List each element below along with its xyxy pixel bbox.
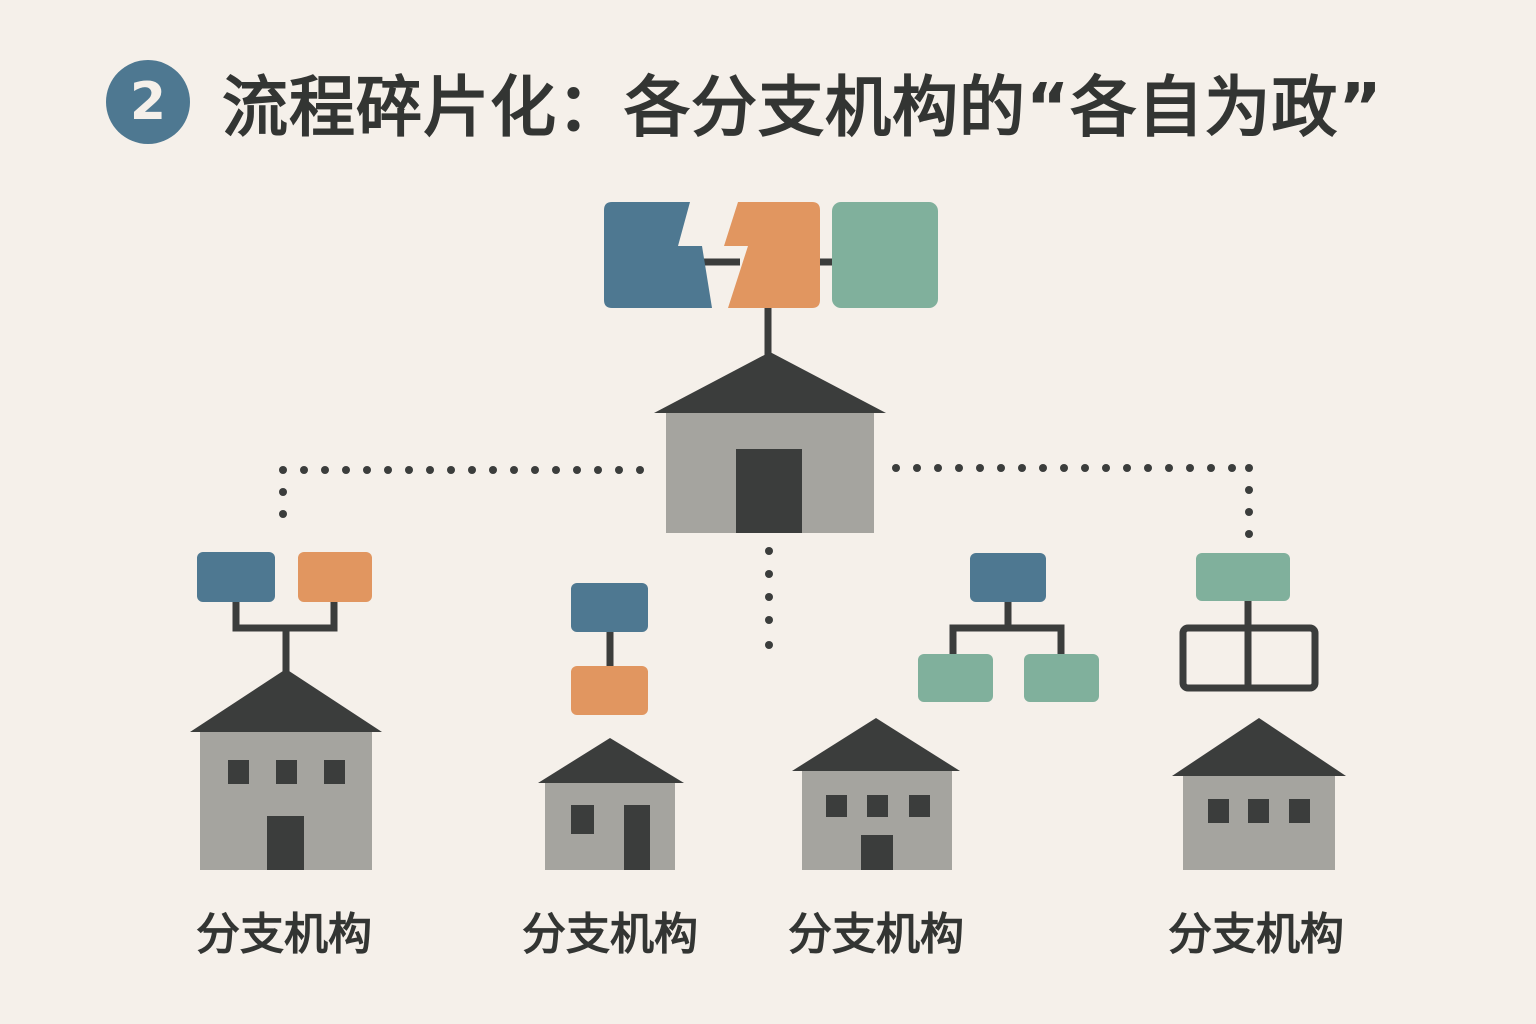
branch-2-process-icon (571, 583, 648, 715)
branch-label-1: 分支机构 (196, 909, 372, 960)
branch-3-process-icon (918, 553, 1099, 702)
top-process-blocks (604, 202, 938, 358)
step-badge: 2 (106, 60, 190, 144)
branch-label-2: 分支机构 (522, 909, 698, 960)
branch-2-house-icon (538, 738, 684, 870)
branch-4-process-icon (1179, 553, 1319, 692)
branch-label-4: 分支机构 (1168, 909, 1344, 960)
page-title: 流程碎片化：各分支机构的“各自为政” (222, 69, 1383, 146)
branch-1-house-icon (190, 669, 382, 870)
headquarters-house-icon (654, 352, 886, 533)
teal-process-block-icon (832, 202, 938, 308)
dotted-links (279, 464, 1253, 649)
blue-process-block-icon (604, 202, 712, 308)
branch-1-process-icon (197, 552, 372, 672)
branch-label-3: 分支机构 (788, 909, 964, 960)
branch-3-house-icon (792, 718, 960, 870)
title-row: 2 流程碎片化：各分支机构的“各自为政” (106, 60, 1383, 146)
branch-4-house-icon (1172, 718, 1346, 870)
orange-process-block-icon (724, 202, 820, 308)
